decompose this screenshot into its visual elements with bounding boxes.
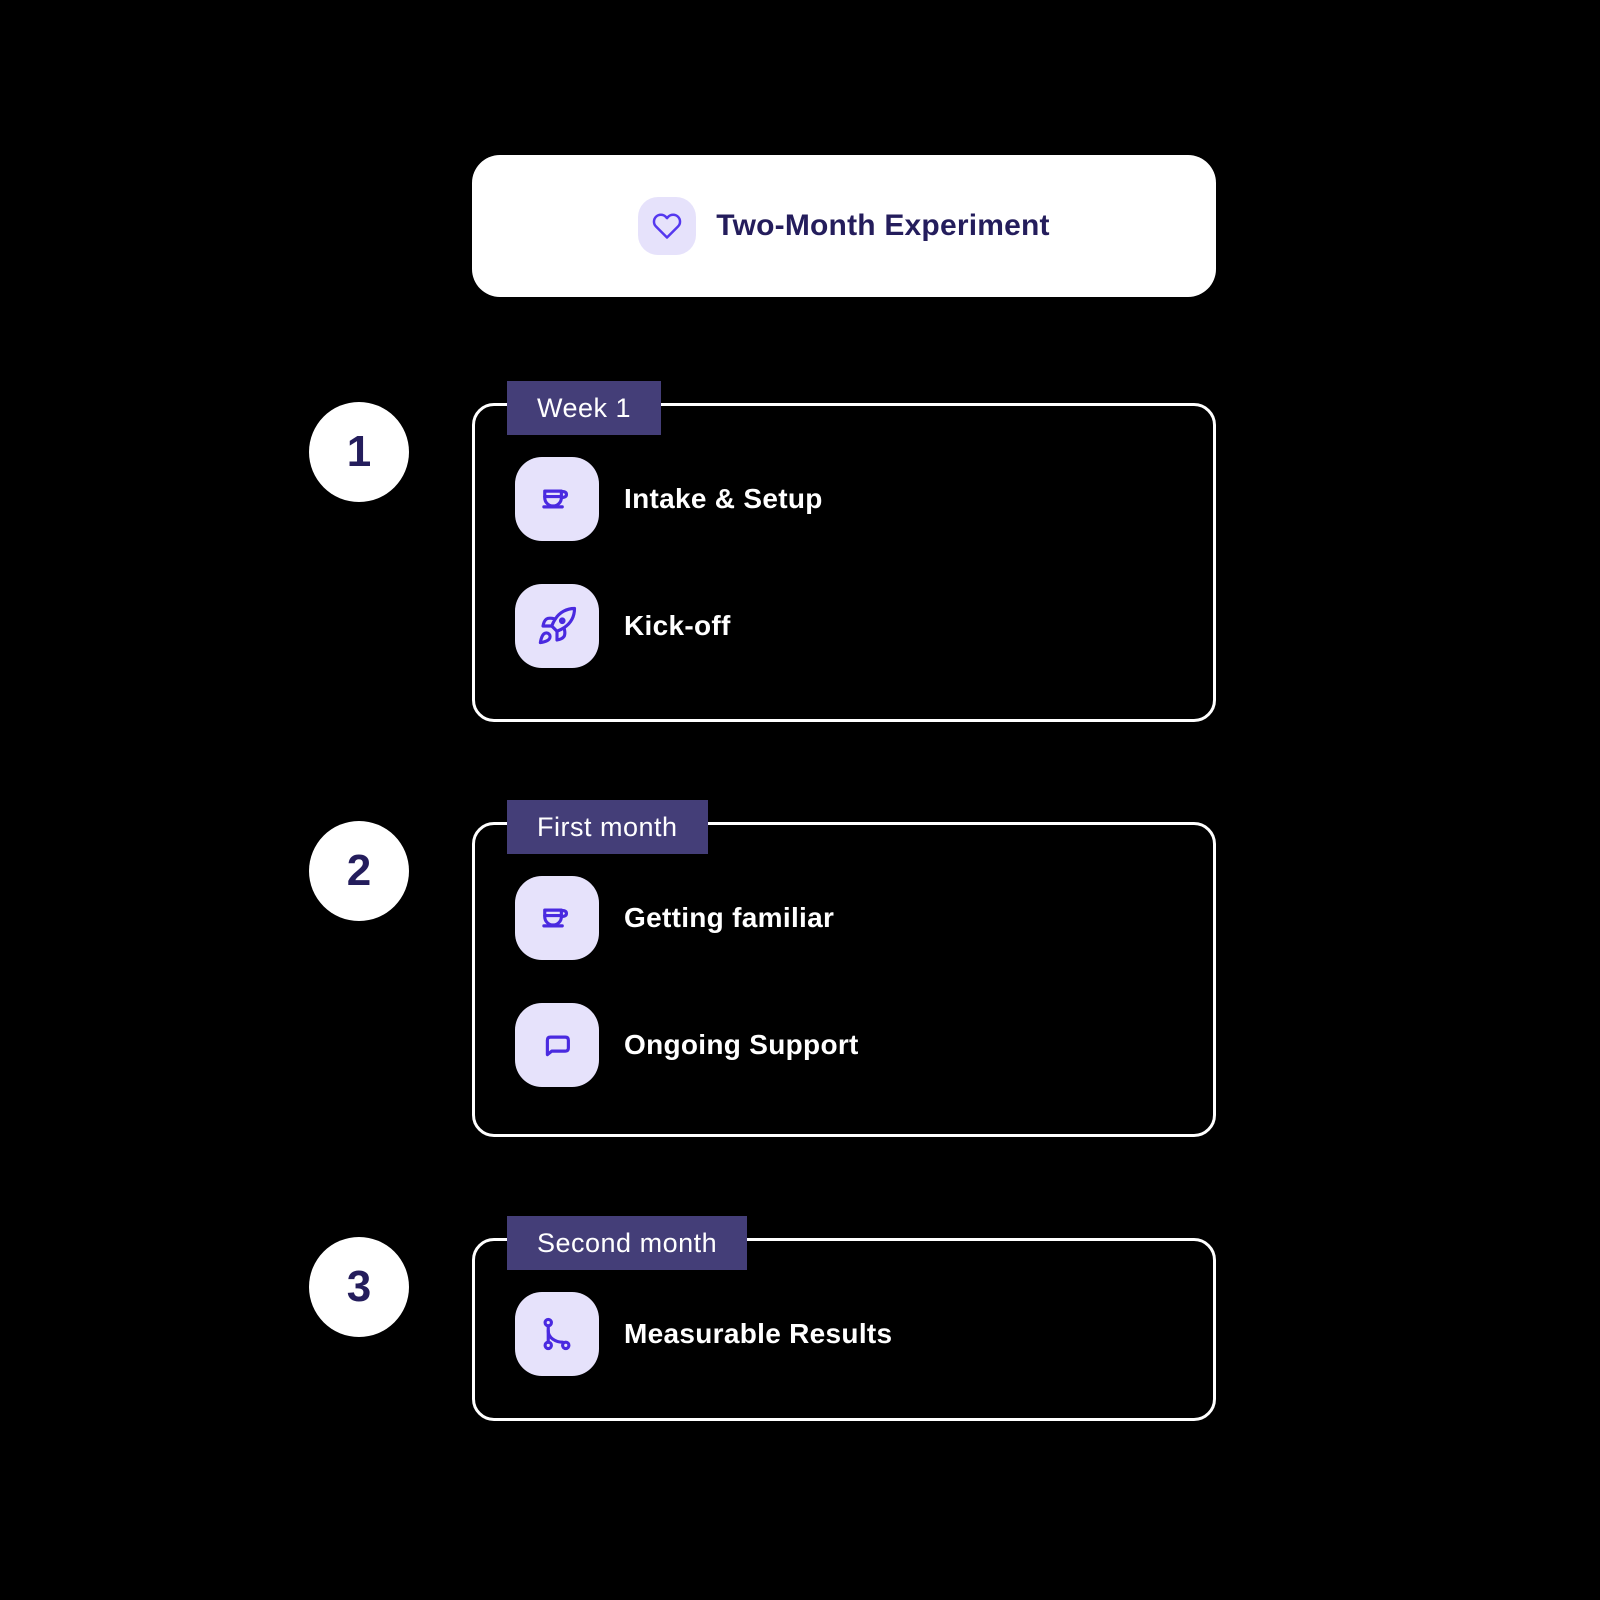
git-branch-icon-tile [515,1292,599,1376]
step-number: 3 [346,1262,372,1311]
page-title: Two-Month Experiment [716,209,1050,242]
coffee-cup-icon-tile [515,457,599,541]
rocket-icon-tile [515,584,599,668]
step-number: 1 [346,427,372,476]
coffee-cup-icon [536,478,578,520]
section-week-1: 1 Week 1 Intake & Setup [309,381,1216,722]
chat-bubble-icon [536,1024,578,1066]
item-label: Intake & Setup [624,483,823,514]
step-label-second-month: Second month [507,1216,748,1270]
item-label: Ongoing Support [624,1029,859,1060]
list-item: Intake & Setup [515,457,823,541]
step-circle-3: 3 [309,1237,409,1337]
step-circle-2: 2 [309,821,409,921]
item-label: Measurable Results [624,1318,893,1349]
list-item: Measurable Results [515,1292,892,1376]
item-label: Getting familiar [624,902,835,933]
heart-icon-tile [638,197,697,255]
chat-bubble-icon-tile [515,1003,599,1087]
list-item: Ongoing Support [515,1003,859,1087]
step-circle-1: 1 [309,402,409,502]
list-item: Getting familiar [515,876,834,960]
section-first-month: 2 First month Getting familiar [309,800,1216,1137]
coffee-cup-icon [536,897,578,939]
heart-icon [652,211,682,241]
title-card: Two-Month Experiment [472,155,1216,297]
git-branch-icon [536,1313,578,1355]
rocket-icon [536,605,578,647]
coffee-cup-icon-tile [515,876,599,960]
step-label-week-1: Week 1 [507,381,662,435]
list-item: Kick-off [515,584,731,668]
step-label-first-month: First month [507,800,708,854]
item-label: Kick-off [624,610,731,641]
section-second-month: 3 Second month Measurable Results [309,1216,1216,1421]
step-number: 2 [346,846,372,895]
